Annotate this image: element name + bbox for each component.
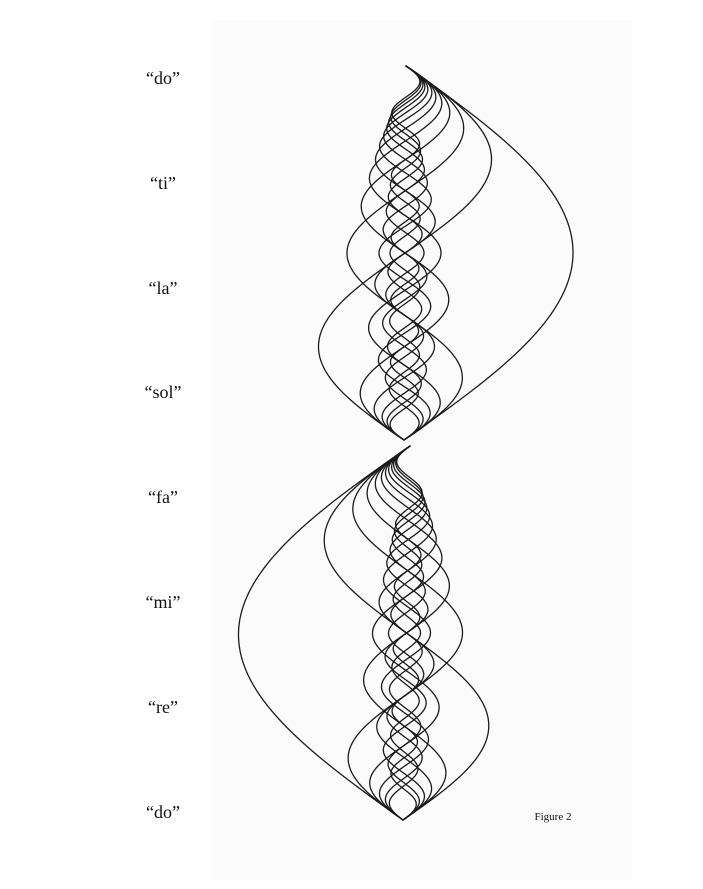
lower-wave-curve <box>369 445 443 821</box>
note-label-sol: “sol” <box>145 382 182 402</box>
lower-wave-curve <box>347 445 464 821</box>
lower-wave-curve <box>388 445 424 821</box>
note-labels: “do” “ti” “la” “sol” “fa” “mi” “re” “do” <box>145 68 182 822</box>
note-label-do-bottom: “do” <box>146 802 180 822</box>
note-label-do-top: “do” <box>146 68 180 88</box>
upper-wave-curve <box>403 65 574 441</box>
upper-wave-curve <box>346 65 465 441</box>
upper-wave-curve <box>389 65 421 441</box>
note-label-fa: “fa” <box>148 487 178 507</box>
wave-curves <box>237 65 574 821</box>
lower-wave-curve <box>390 445 423 821</box>
lower-wave-curve <box>237 445 411 821</box>
upper-wave-curve <box>367 65 443 441</box>
upper-wave-curve <box>377 65 433 441</box>
paper-background <box>212 20 632 880</box>
note-label-mi: “mi” <box>146 592 181 612</box>
note-label-la: “la” <box>149 278 178 298</box>
upper-wave-curve <box>384 65 426 441</box>
upper-wave-curve <box>388 65 422 441</box>
note-label-ti: “ti” <box>150 173 176 193</box>
note-label-re: “re” <box>148 697 178 717</box>
lower-wave-curve <box>378 445 434 821</box>
lower-wave-curve <box>384 445 428 821</box>
figure-caption: Figure 2 <box>535 811 572 823</box>
